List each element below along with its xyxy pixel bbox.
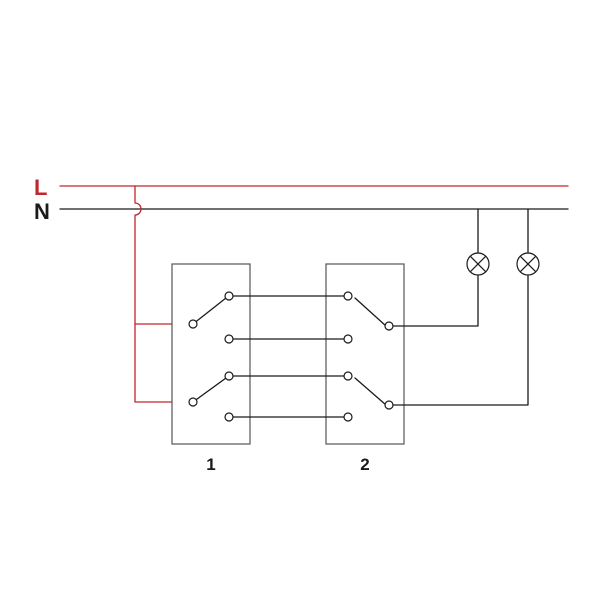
switch-1-label: 1 (206, 455, 215, 474)
neutral-line-label: N (34, 199, 50, 224)
switch-2-box (325, 263, 405, 445)
lamp-2-icon (516, 252, 540, 276)
switch-2-label: 2 (360, 455, 369, 474)
switch-2-terminal-common-upper (384, 321, 394, 331)
switch-2-terminal-common-lower (384, 400, 394, 410)
switch-1-terminal-b (224, 334, 234, 344)
live-feed-wire (134, 185, 194, 403)
switch-1-terminal-a (224, 291, 234, 301)
switch-1-terminal-c (224, 371, 234, 381)
switch-2-terminal-b (343, 334, 353, 344)
switch-1-terminal-common-upper (188, 319, 198, 329)
lamp-1-feed-wire (392, 275, 479, 327)
switch-2-terminal-a (343, 291, 353, 301)
switch-1-upper-lever (192, 297, 227, 325)
switch-1-terminal-common-lower (188, 397, 198, 407)
lamp-1-icon (466, 252, 490, 276)
switch-1-box (171, 263, 251, 445)
switch-2-lower-lever (354, 377, 387, 406)
switch-2-terminal-d (343, 412, 353, 422)
lamp-2-feed-wire (392, 275, 529, 406)
switch-1-terminal-d (224, 412, 234, 422)
switch-2-upper-lever (354, 297, 387, 327)
switch-1-lower-lever (192, 377, 227, 403)
live-line-label: L (34, 175, 47, 200)
switch-2-terminal-c (343, 371, 353, 381)
